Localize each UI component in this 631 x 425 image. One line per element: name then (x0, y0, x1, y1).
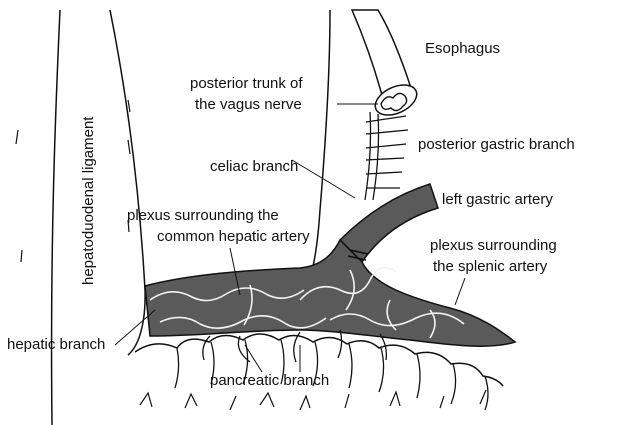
esophagus-tube (352, 10, 410, 95)
label-plexus-splenic-line2: the splenic artery (433, 258, 547, 276)
label-left-gastric-artery: left gastric artery (442, 191, 553, 209)
label-plexus-splenic-line1: plexus surrounding (430, 237, 557, 255)
posterior-gastric-branches (365, 112, 408, 200)
label-hepatoduodenal-ligament: hepatoduodenal ligament (80, 117, 97, 285)
stomach-wall (310, 10, 330, 278)
label-posterior-trunk-line1: posterior trunk of (190, 75, 303, 93)
label-esophagus: Esophagus (425, 40, 500, 58)
leader-splenic (455, 278, 465, 305)
label-posterior-trunk-line2: the vagus nerve (195, 96, 302, 114)
label-plexus-common-hepatic-line1: plexus surrounding the (127, 207, 279, 225)
label-hepatic-branch: hepatic branch (7, 336, 105, 354)
label-plexus-common-hepatic-line2: common hepatic artery (157, 228, 310, 246)
label-posterior-gastric-branch: posterior gastric branch (418, 136, 575, 154)
pancreas-ticks (140, 390, 486, 410)
ligament-inner-dash (16, 100, 130, 262)
ligament-right-line (110, 10, 145, 355)
label-celiac-branch: celiac branch (210, 158, 298, 176)
label-pancreatic-branch: pancreatic branch (210, 372, 329, 390)
ligament-left-line (52, 10, 60, 425)
